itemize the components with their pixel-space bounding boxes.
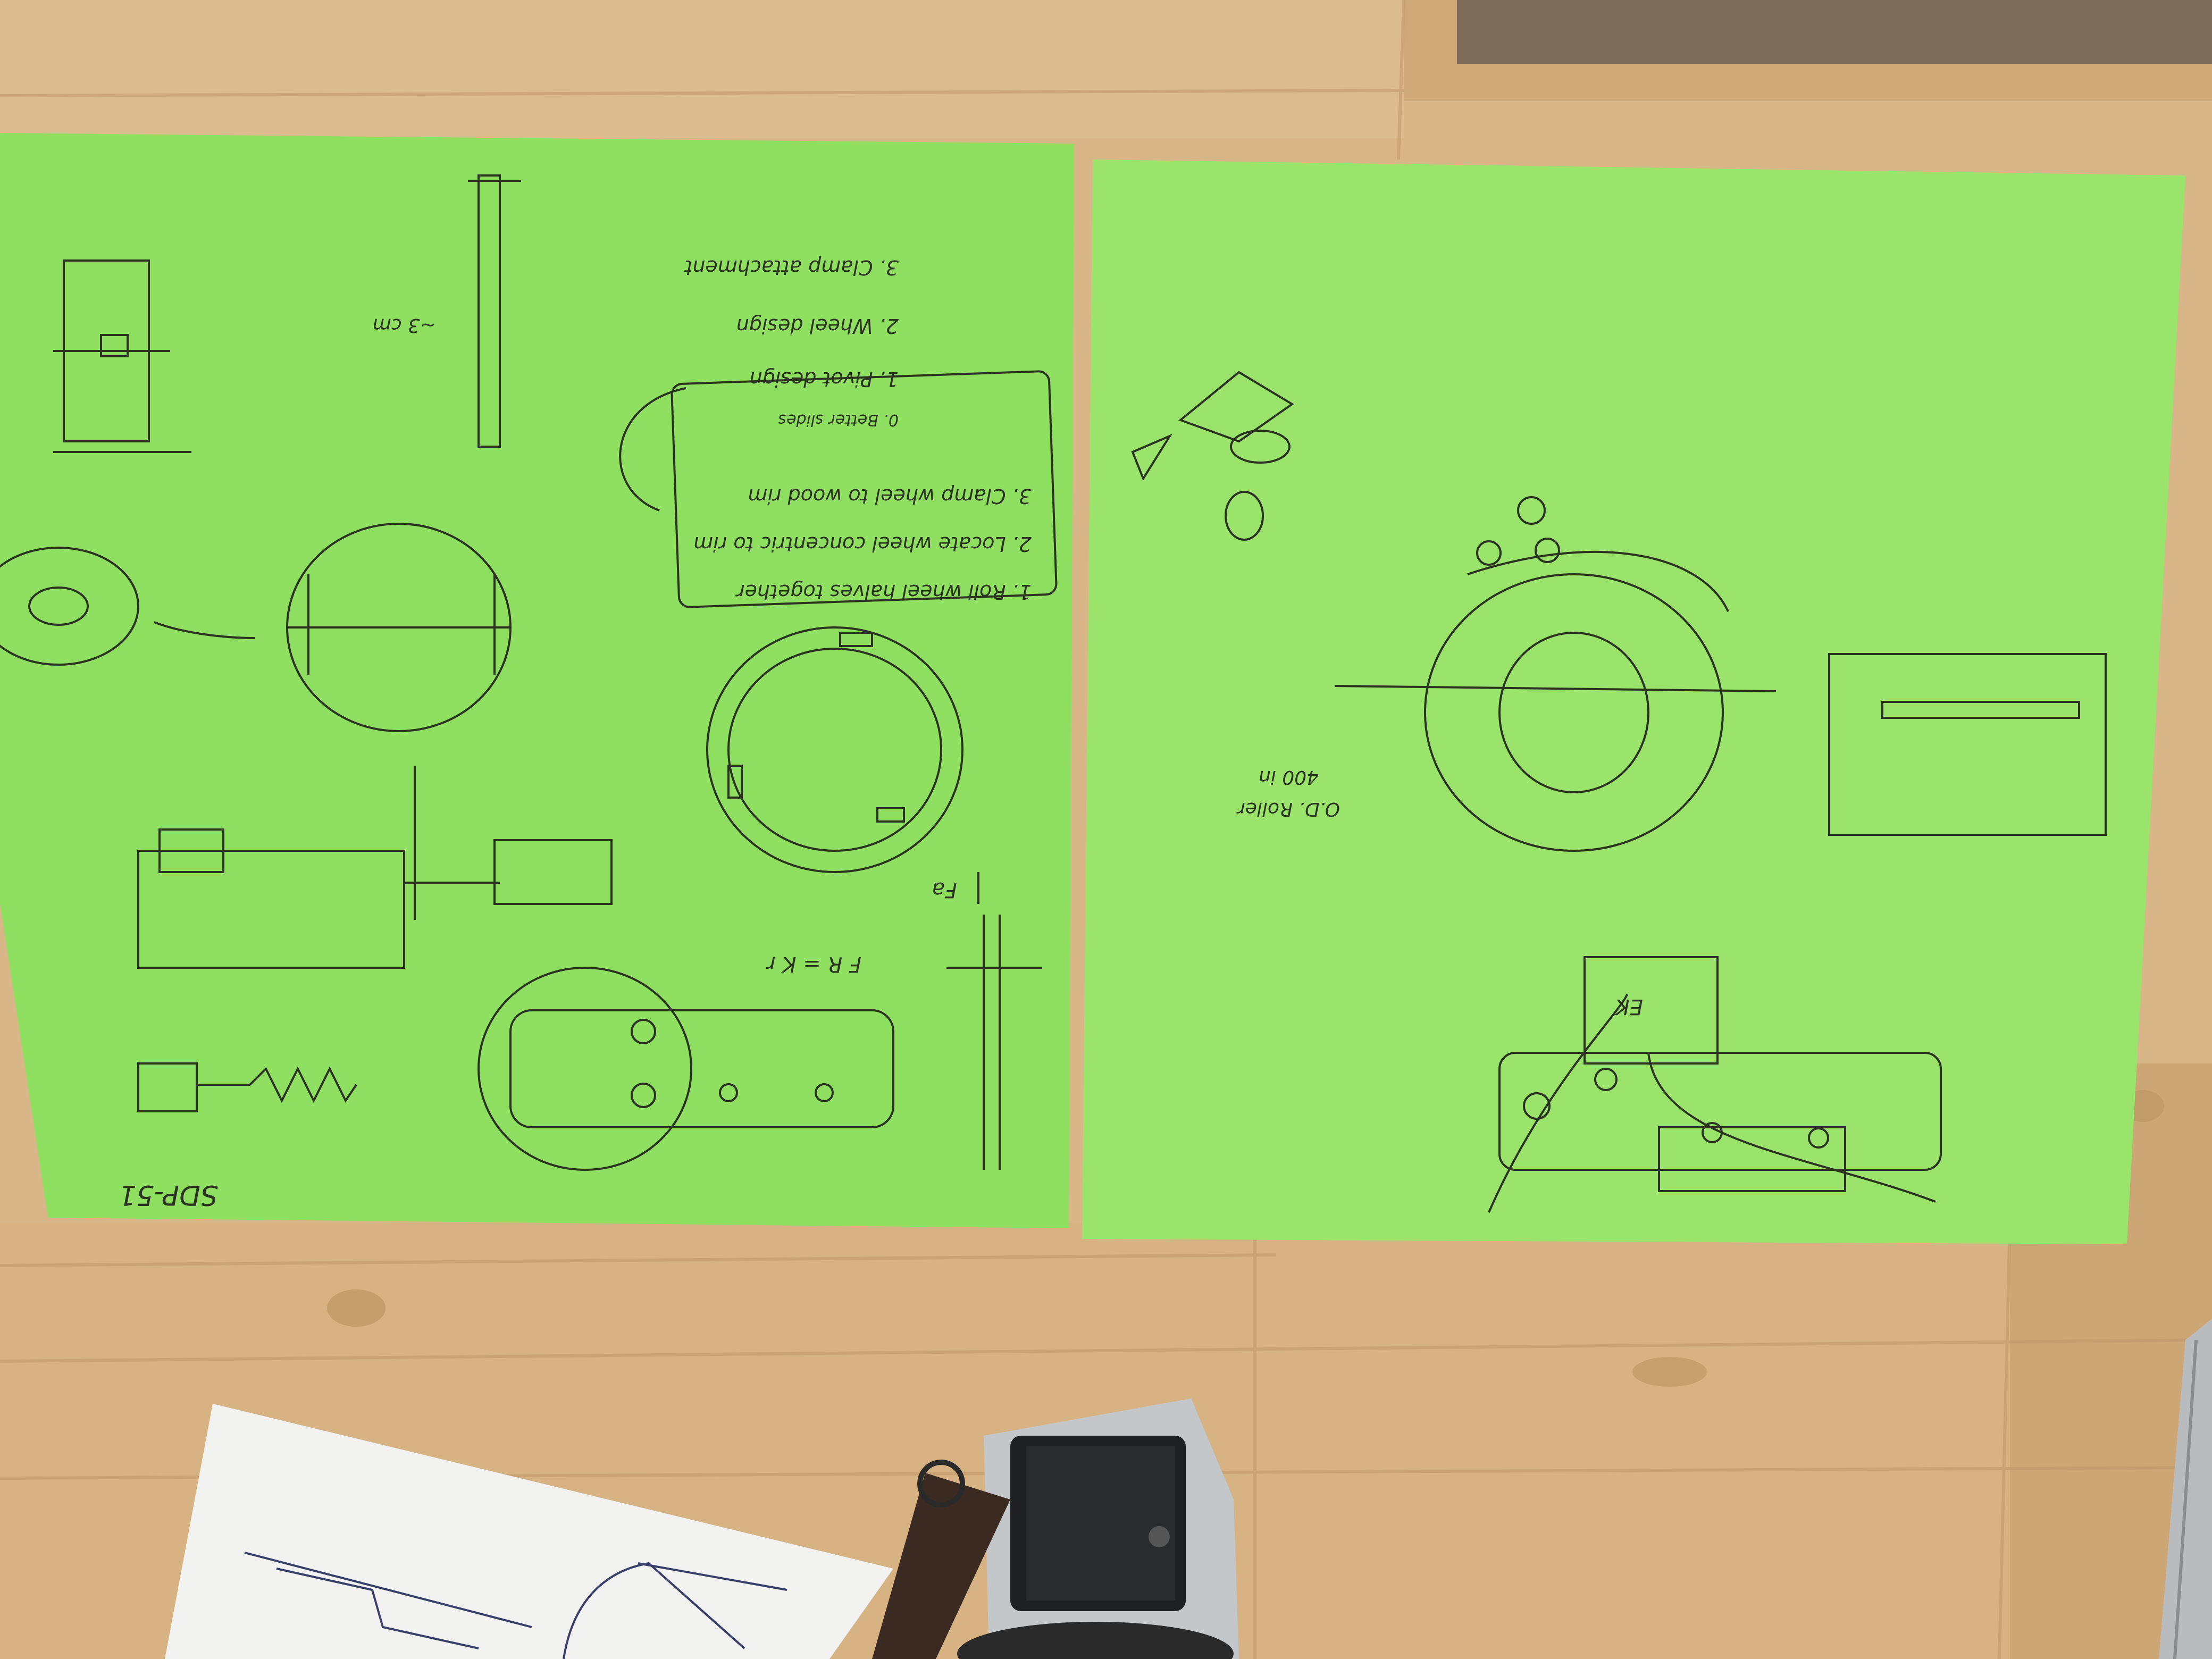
list-item-1: 1. Roll wheel halves together (735, 580, 1032, 604)
spacing-label: ~3 cm (373, 314, 436, 336)
right-sheet-sketches (1131, 371, 2107, 1213)
metal-rail (2159, 1319, 2212, 1659)
left-sheet-sketches (0, 174, 1058, 1171)
left-green-sheet (0, 133, 1074, 1228)
todo-list: 1. Roll wheel halves together 2. Locate … (683, 256, 1032, 604)
force-label: Fa (932, 877, 957, 902)
white-sketch-paper (165, 1404, 893, 1659)
sheet-id-label: SDP-51 (119, 1179, 219, 1211)
box-label: EK (1614, 994, 1643, 1019)
list-item-6: 2. Wheel design (736, 314, 899, 338)
right-annotations: O.D. Roller 400 in EK (1236, 766, 1643, 1019)
list-item-5: 1. Pivot design (749, 367, 899, 391)
list-item-7: 3. Clamp attachment (683, 256, 899, 279)
left-annotations: ~3 cm Fa F R = K r SDP-51 (119, 314, 958, 1211)
equation-label: F R = K r (766, 952, 861, 976)
list-item-4: 0. Better slides (778, 410, 899, 429)
list-item-2: 2. Locate wheel concentric to rim (693, 532, 1032, 556)
list-item-3: 3. Clamp wheel to wood rim (748, 484, 1032, 508)
camera (872, 1398, 1239, 1659)
roller-dim-label: 400 in (1259, 766, 1319, 788)
right-green-sheet (1082, 160, 2185, 1244)
roller-label: O.D. Roller (1236, 798, 1340, 820)
